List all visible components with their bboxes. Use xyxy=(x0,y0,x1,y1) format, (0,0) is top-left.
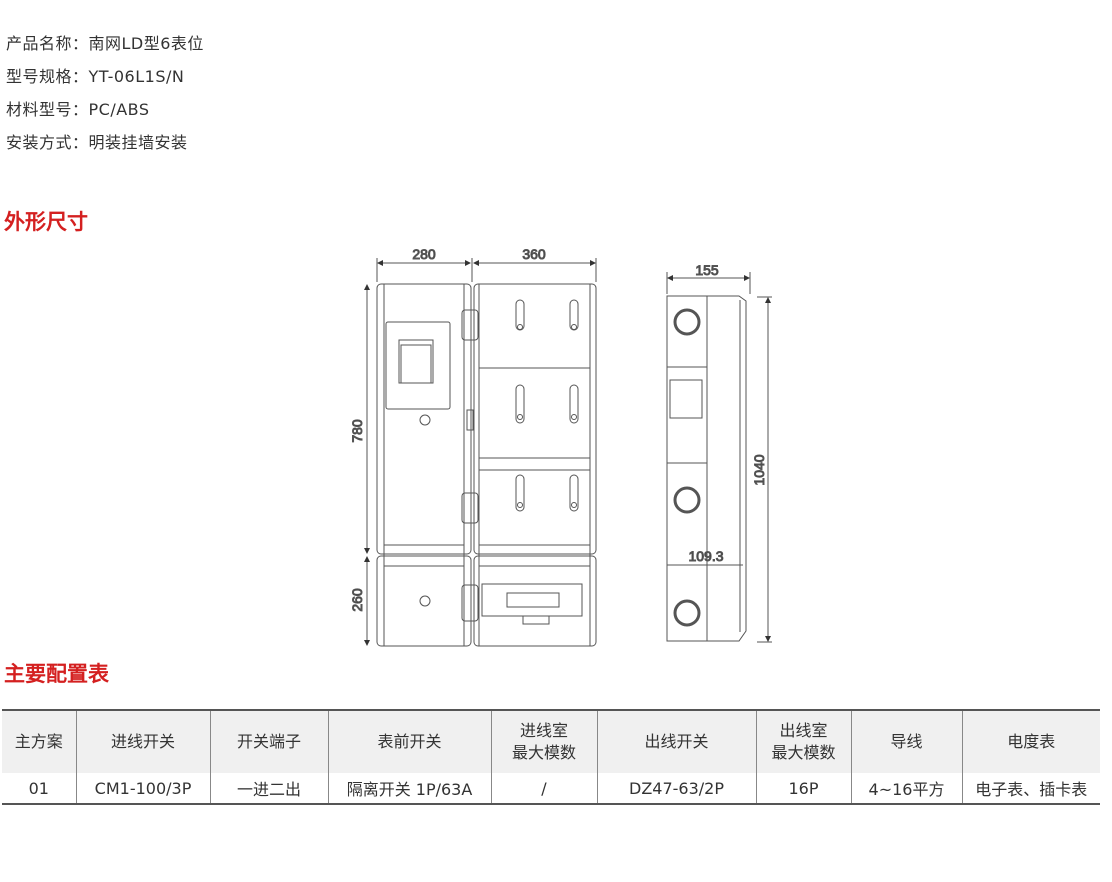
side-view xyxy=(666,272,772,643)
dim-depth: 155 xyxy=(695,262,719,278)
spec-label: 材料型号： xyxy=(6,100,89,119)
dim-right-width: 360 xyxy=(522,246,546,262)
header-cell: 进线开关 xyxy=(75,709,211,773)
header-cell: 进线室 最大模数 xyxy=(490,709,598,773)
cell: CM1-100/3P xyxy=(75,773,211,805)
spec-value: YT-06L1S/N xyxy=(88,67,185,86)
cell: DZ47-63/2P xyxy=(596,773,757,805)
spec-value: 明装挂墙安装 xyxy=(88,133,188,152)
cell: 隔离开关 1P/63A xyxy=(327,773,492,805)
dim-lower-height: 260 xyxy=(349,588,365,612)
spec-install: 安装方式：明装挂墙安装 xyxy=(6,129,188,153)
dim-inner-depth: 109.3 xyxy=(688,548,723,564)
spec-value: 南网LD型6表位 xyxy=(88,34,204,53)
cell: 一进二出 xyxy=(209,773,329,805)
config-table: 主方案 进线开关 开关端子 表前开关 进线室 最大模数 出线开关 出线室 最大模… xyxy=(2,709,1100,805)
header-cell: 出线室 最大模数 xyxy=(755,709,852,773)
header-cell: 开关端子 xyxy=(209,709,329,773)
cell: 01 xyxy=(2,773,77,805)
section-title-config: 主要配置表 xyxy=(4,662,109,686)
table-header-row: 主方案 进线开关 开关端子 表前开关 进线室 最大模数 出线开关 出线室 最大模… xyxy=(2,709,1100,773)
header-cell: 出线开关 xyxy=(596,709,757,773)
spec-material: 材料型号：PC/ABS xyxy=(6,96,150,120)
dim-total-height: 1040 xyxy=(751,454,767,485)
header-cell: 主方案 xyxy=(2,709,77,773)
dim-left-width: 280 xyxy=(412,246,436,262)
header-cell: 表前开关 xyxy=(327,709,492,773)
dim-upper-height: 780 xyxy=(349,419,365,443)
spec-model: 型号规格：YT-06L1S/N xyxy=(6,63,184,87)
cell: 4~16平方 xyxy=(850,773,963,805)
header-cell: 导线 xyxy=(850,709,963,773)
cell: 16P xyxy=(755,773,852,805)
table-row: 01 CM1-100/3P 一进二出 隔离开关 1P/63A / DZ47-63… xyxy=(2,773,1100,805)
spec-label: 产品名称： xyxy=(6,34,89,53)
spec-label: 安装方式： xyxy=(6,133,89,152)
spec-product-name: 产品名称：南网LD型6表位 xyxy=(6,30,204,54)
header-cell: 电度表 xyxy=(961,709,1100,773)
cell: 电子表、插卡表 xyxy=(961,773,1100,805)
spec-label: 型号规格： xyxy=(6,67,89,86)
cell: / xyxy=(490,773,598,805)
din-rail-slots xyxy=(515,299,579,512)
section-title-dimensions: 外形尺寸 xyxy=(4,210,88,234)
front-view xyxy=(364,258,597,647)
spec-value: PC/ABS xyxy=(88,100,150,119)
